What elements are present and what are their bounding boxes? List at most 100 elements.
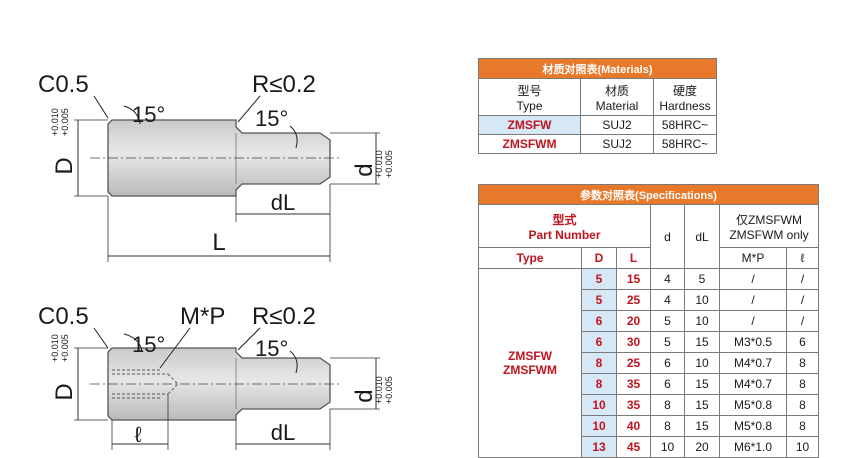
material-value: SUJ2 [580,115,654,135]
materials-col-material: 材质 Material [580,78,654,116]
l-label-2: ℓ [134,422,142,447]
cell-d: 4 [650,289,685,311]
cell-d: 5 [650,310,685,332]
cell-L: 15 [616,268,651,290]
material-type: ZMSFWM [478,134,581,154]
d-label-1: d [351,163,378,176]
cell-l: 8 [786,352,819,374]
cell-D: 5 [581,268,617,290]
angle-right-2: 15° [255,336,288,361]
type-line-2: ZMSFWM [503,363,557,377]
cell-D: 8 [581,373,617,395]
cell-L: 35 [616,373,651,395]
thread-hole [112,369,179,399]
cell-D: 10 [581,394,617,416]
hardness-value: 58HRC~ [653,134,717,154]
D-tol-upper-2: +0.010 [50,334,60,362]
cell-d: 6 [650,352,685,374]
sub-type-header: Type [478,247,582,269]
cell-d: 4 [650,268,685,290]
cell-dL: 5 [684,268,720,290]
L-label-1: L [212,229,225,256]
col-type-cn: 型号 [517,83,542,98]
cell-l: 8 [786,415,819,437]
cell-L: 20 [616,310,651,332]
hardness-value: 58HRC~ [653,115,717,135]
cell-dL: 10 [684,289,720,311]
cell-dL: 15 [684,331,720,353]
D-tol-lower-2: +0.005 [60,334,70,362]
col-material-cn: 材质 [604,83,629,98]
cell-mp: M3*0.5 [719,331,787,353]
cell-l: 10 [786,436,819,458]
cell-l: / [786,268,819,290]
materials-table: 材质对照表(Materials) 型号 Type 材质 Material 硬度 … [478,58,717,154]
cell-l: / [786,310,819,332]
angle-left-1: 15° [132,102,165,127]
radius-label-2: R≤0.2 [252,303,316,330]
table-row: 6 30 5 15 M3*0.5 6 [479,331,819,353]
d-tol-upper-1: +0.010 [374,150,384,178]
cell-l: / [786,289,819,311]
D-label-2: D [51,383,78,400]
d-tol-lower-2: +0.005 [384,376,394,404]
thread-label-2: M*P [180,303,225,330]
cell-mp: M6*1.0 [719,436,787,458]
cell-dL: 10 [684,310,720,332]
cell-dL: 20 [684,436,720,458]
d-tol-lower-1: +0.005 [384,150,394,178]
cell-D: 6 [581,331,617,353]
cell-mp: / [719,268,787,290]
table-row: ZMSFWM SUJ2 58HRC~ [478,134,717,154]
cell-L: 30 [616,331,651,353]
d-label-2: d [351,389,378,402]
materials-col-hardness: 硬度 Hardness [653,78,717,116]
dL-label-2: dL [271,420,295,445]
cell-mp: M5*0.8 [719,394,787,416]
col-material-en: Material [595,98,639,113]
cell-L: 25 [616,352,651,374]
only-en: ZMSFWM only [729,227,809,242]
table-row: ZMSFW SUJ2 58HRC~ [478,115,717,135]
D-tol-upper-1: +0.010 [50,108,60,136]
cell-D: 10 [581,415,617,437]
cell-D: 5 [581,289,617,311]
cell-l: 8 [786,394,819,416]
table-row: 10 40 8 15 M5*0.8 8 [479,415,819,437]
D-label-1: D [51,157,78,174]
cell-dL: 15 [684,415,720,437]
cell-d: 5 [650,331,685,353]
chamfer-label-2: C0.5 [38,303,89,330]
cell-D: 8 [581,352,617,374]
cell-L: 45 [616,436,651,458]
only-cn: 仅ZMSFWM [736,212,802,227]
cell-d: 10 [650,436,685,458]
cell-dL: 15 [684,394,720,416]
cell-D: 13 [581,436,617,458]
table-row: 5 25 4 10 / / [479,289,819,311]
cell-l: 6 [786,331,819,353]
cell-d: 8 [650,415,685,437]
cell-d: 8 [650,394,685,416]
cell-mp: M4*0.7 [719,373,787,395]
part-number-cn: 型式 [552,212,577,227]
materials-title: 材质对照表(Materials) [478,58,717,79]
col-type-en: Type [516,98,543,113]
part-number-en: Part Number [528,227,601,242]
pin-drawing-1: C0.5 R≤0.2 15° 15° D +0.010 +0.005 d +0.… [38,71,394,262]
material-type: ZMSFW [478,115,581,135]
only-header: 仅ZMSFWM ZMSFWM only [719,204,819,248]
angle-left-2: 15° [132,332,165,357]
cell-d: 6 [650,373,685,395]
angle-right-1: 15° [255,106,288,131]
cell-mp: / [719,289,787,311]
table-row: 8 25 6 10 M4*0.7 8 [479,352,819,374]
sub-mp-header: M*P [719,247,787,269]
chamfer-label-1: C0.5 [38,71,89,98]
part-number-header: 型式 Part Number [478,204,651,248]
d-tol-upper-2: +0.010 [374,376,384,404]
cell-dL: 10 [684,352,720,374]
cell-mp: M4*0.7 [719,352,787,374]
specifications-table: 参数对照表(Specifications) 型式 Part Number d d… [478,184,819,458]
sub-l-header: ℓ [786,247,819,269]
